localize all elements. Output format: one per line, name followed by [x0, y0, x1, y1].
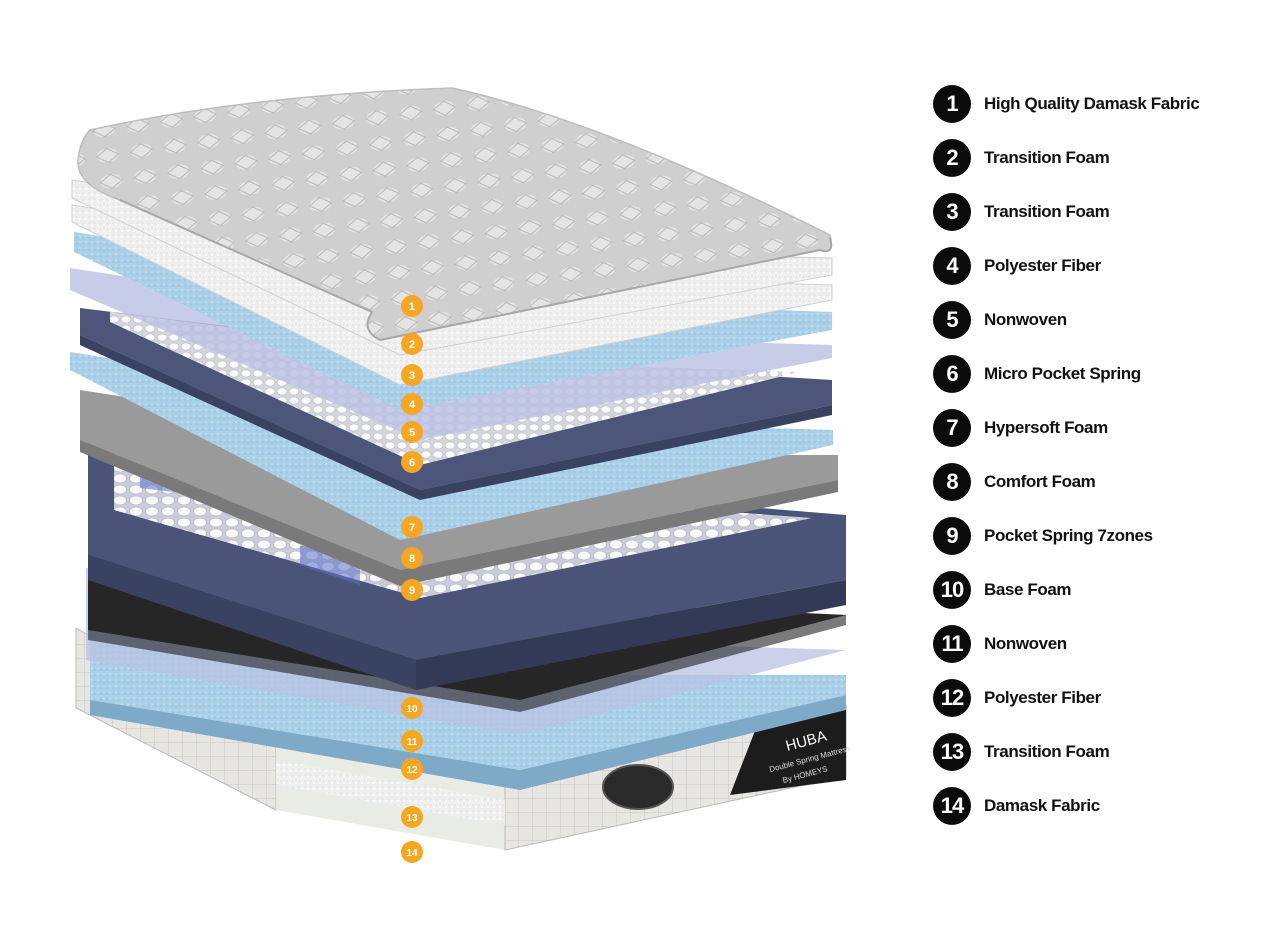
marker-circle: [401, 841, 423, 863]
layer-13-transition-foam: [276, 760, 505, 825]
marker-number: 1: [409, 301, 415, 313]
marker-circle: [401, 393, 423, 415]
marker-number: 8: [409, 553, 415, 565]
legend-item: 3 Transition Foam: [933, 192, 1110, 232]
marker-circle: [401, 295, 423, 317]
layer-marker: 10: [401, 697, 423, 719]
layer-marker: 1: [401, 295, 423, 317]
legend-label: Hypersoft Foam: [984, 418, 1108, 437]
layer-marker: 11: [401, 730, 423, 752]
marker-number: 2: [409, 339, 415, 351]
layer-1-damask-fabric: [77, 87, 833, 342]
layer-marker: 14: [401, 841, 423, 863]
legend-item: 5 Nonwoven: [933, 300, 1067, 340]
marker-number: 7: [409, 522, 415, 534]
marker-number: 11: [407, 737, 418, 748]
layer-marker: 6: [401, 451, 423, 473]
marker-number: 4: [409, 399, 416, 411]
legend-number-badge: 7: [933, 409, 971, 447]
marker-circle: [401, 697, 423, 719]
legend-label: Polyester Fiber: [984, 256, 1101, 275]
legend-number-badge: 10: [933, 571, 971, 609]
layer-marker: 7: [401, 516, 423, 538]
legend-item: 4 Polyester Fiber: [933, 246, 1101, 286]
legend-item: 2 Transition Foam: [933, 138, 1110, 178]
layer-marker: 12: [401, 758, 423, 780]
marker-number: 9: [409, 585, 415, 597]
layer-marker: 5: [401, 421, 423, 443]
legend-item: 12 Polyester Fiber: [933, 678, 1101, 718]
legend-label: Nonwoven: [984, 310, 1067, 329]
legend-label: Transition Foam: [984, 742, 1110, 761]
legend-item: 1 High Quality Damask Fabric: [933, 84, 1200, 124]
legend-number-badge: 12: [933, 679, 971, 717]
marker-circle: [401, 758, 423, 780]
legend-number-badge: 6: [933, 355, 971, 393]
legend-number-badge: 4: [933, 247, 971, 285]
layer-marker: 4: [401, 393, 423, 415]
legend-label: Damask Fabric: [984, 796, 1100, 815]
layer-marker: 13: [401, 806, 423, 828]
legend-item: 13 Transition Foam: [933, 732, 1110, 772]
legend-item: 11 Nonwoven: [933, 624, 1067, 664]
legend-number-badge: 11: [933, 625, 971, 663]
legend-label: Micro Pocket Spring: [984, 364, 1141, 383]
legend-number-badge: 2: [933, 139, 971, 177]
legend-number-badge: 14: [933, 787, 971, 825]
legend-label: High Quality Damask Fabric: [984, 94, 1200, 113]
layer-marker: 8: [401, 547, 423, 569]
marker-number: 14: [406, 848, 418, 859]
marker-number: 5: [409, 427, 415, 439]
legend-label: Polyester Fiber: [984, 688, 1101, 707]
marker-number: 13: [406, 813, 418, 824]
marker-number: 12: [406, 765, 418, 776]
marker-circle: [401, 421, 423, 443]
legend-label: Transition Foam: [984, 148, 1110, 167]
legend-item: 6 Micro Pocket Spring: [933, 354, 1141, 394]
marker-circle: [401, 547, 423, 569]
legend-label: Comfort Foam: [984, 472, 1096, 491]
legend-item: 10 Base Foam: [933, 570, 1072, 610]
marker-circle: [401, 364, 423, 386]
legend-number-badge: 3: [933, 193, 971, 231]
legend-label: Transition Foam: [984, 202, 1110, 221]
legend-label: Base Foam: [984, 580, 1072, 599]
legend-label: Nonwoven: [984, 634, 1067, 653]
marker-circle: [401, 806, 423, 828]
layer-marker: 2: [401, 333, 423, 355]
legend-item: 8 Comfort Foam: [933, 462, 1096, 502]
legend-label: Pocket Spring 7zones: [984, 526, 1153, 545]
legend-number-badge: 13: [933, 733, 971, 771]
legend-item: 9 Pocket Spring 7zones: [933, 516, 1153, 556]
legend-item: 14 Damask Fabric: [933, 786, 1100, 826]
marker-circle: [401, 333, 423, 355]
legend-number-badge: 8: [933, 463, 971, 501]
legend-number-badge: 9: [933, 517, 971, 555]
layer-marker: 3: [401, 364, 423, 386]
marker-circle: [401, 579, 423, 601]
layer-marker: 9: [401, 579, 423, 601]
marker-circle: [401, 516, 423, 538]
marker-number: 3: [409, 370, 415, 382]
legend-item: 7 Hypersoft Foam: [933, 408, 1108, 448]
marker-number: 6: [409, 457, 415, 469]
marker-number: 10: [406, 704, 418, 715]
marker-circle: [401, 451, 423, 473]
legend-number-badge: 1: [933, 85, 971, 123]
legend-number-badge: 5: [933, 301, 971, 339]
marker-circle: [401, 730, 423, 752]
